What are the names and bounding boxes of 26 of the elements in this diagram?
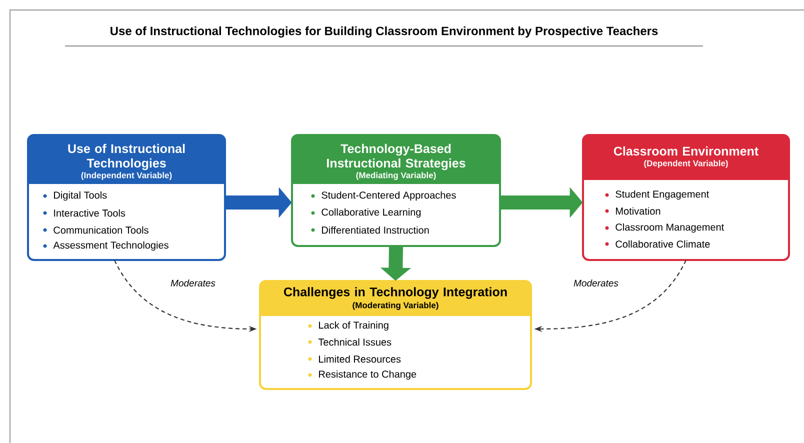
bullet-item: Communication Tools xyxy=(43,226,148,234)
bullet-item: Resistance to Change xyxy=(308,370,416,380)
subtitle: (Moderating Variable) xyxy=(352,302,438,310)
subtitle: (Independent Variable) xyxy=(81,172,172,180)
bullet-item: Student Engagement xyxy=(605,190,710,200)
heading: Classroom Environment xyxy=(614,146,758,156)
heading: Use of Instructional Technologies xyxy=(68,144,185,170)
bullet-item: Limited Resources xyxy=(308,355,401,363)
subtitle: (Dependent Variable) xyxy=(644,160,728,168)
bullet-item: Collaborative Learning xyxy=(311,208,421,218)
edge-label: Moderates xyxy=(574,280,618,286)
subtitle: (Mediating Variable) xyxy=(356,172,436,180)
bullet-item: Assessment Technologies xyxy=(43,241,168,251)
heading: Technology-Based Instructional Strategies xyxy=(327,144,466,170)
bullet-item: Differentiated Instruction xyxy=(311,226,429,234)
heading: Challenges in Technology Integration xyxy=(284,287,507,299)
bullet-item: Classroom Management xyxy=(605,223,724,233)
bullet-item: Lack of Training xyxy=(308,321,388,331)
bullet-item: Interactive Tools xyxy=(43,209,126,217)
edge-label: Moderates xyxy=(170,280,216,286)
bullet-item: Collaborative Climate xyxy=(605,240,710,248)
title: Use of Instructional Technologies for Building Classroom Environment by Prospective Teachers xyxy=(110,26,658,38)
bullet-item: Digital Tools xyxy=(43,191,107,201)
bullet-item: Technical Issues xyxy=(308,338,392,346)
bullet-item: Motivation xyxy=(605,207,660,215)
bullet-item: Student-Centered Approaches xyxy=(311,191,456,201)
